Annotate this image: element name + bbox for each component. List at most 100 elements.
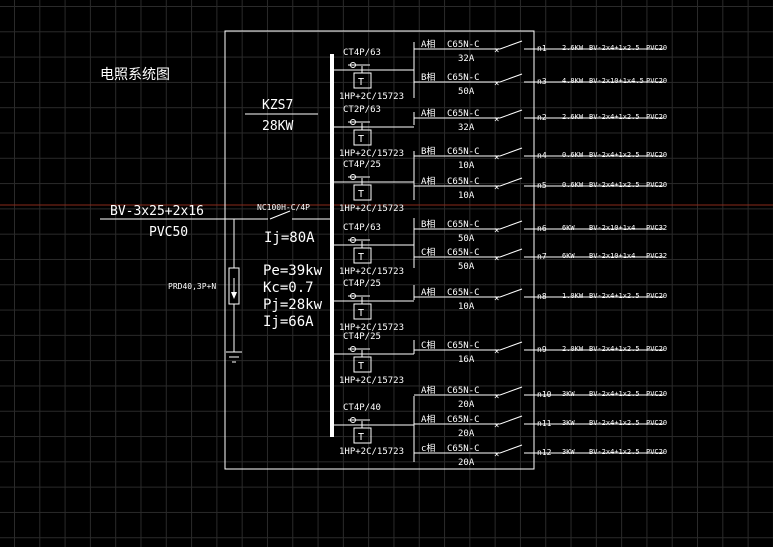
circuit-breaker-rating: 10A [458,161,475,171]
breaker-trip-mark: × [494,183,499,193]
circuit-breaker-type: C65N-C [447,147,480,157]
circuit-breaker-rating: 50A [458,234,475,244]
circuit-phase: B相 [421,71,435,83]
circuit-id: n4 [537,151,547,160]
contactor-coil-mark [350,346,356,352]
panel-capacity: 28KW [262,119,293,134]
contactor-label: CT4P/63 [343,223,381,233]
outgoing-circuit: × C相 C65N-C 16A n9 2.0KW BV-2x4+1x2.5 PVC20 [414,339,667,365]
distribution-box-outline [224,30,535,470]
circuit-phase: C相 [421,339,435,351]
relay-label: 1HP+2C/15723 [339,204,404,214]
breaker-contact [499,177,523,187]
contactor-label: CT4P/25 [343,160,381,170]
circuit-conduit: PVC20 [646,113,667,121]
contactor-coil-mark [350,417,356,423]
breaker-trip-mark: × [494,294,499,304]
circuit-breaker-rating: 20A [458,458,475,468]
breaker-trip-mark: × [494,153,499,163]
relay-label: 1HP+2C/15723 [339,447,404,457]
load-pj: Pj=28kw [263,297,323,313]
circuit-breaker-type: C65N-C [447,415,480,425]
circuit-cable: BV-2x4+1x2.5 [589,345,640,353]
circuit-id: n9 [537,345,547,354]
circuit-conduit: PVC20 [646,151,667,159]
circuit-id: n7 [537,252,547,261]
circuit-breaker-type: C65N-C [447,40,480,50]
panel-name: KZS7 [262,98,293,113]
circuit-cable: BV-2x10+1x4 [589,224,635,232]
relay-mark: T [358,432,364,443]
circuit-breaker-type: C65N-C [447,248,480,258]
circuit-id: n12 [537,448,552,457]
circuit-breaker-type: C65N-C [447,444,480,454]
circuit-id: n10 [537,390,552,399]
circuit-breaker-rating: 16A [458,355,475,365]
relay-mark: T [358,361,364,372]
circuit-phase: C相 [421,246,435,258]
circuit-id: n3 [537,77,547,86]
circuit-conduit: PVC20 [646,345,667,353]
contactor-label: CT4P/25 [343,279,381,289]
circuit-phase: c相 [421,442,435,454]
circuit-conduit: PVC32 [646,252,667,260]
breaker-trip-mark: × [494,46,499,56]
load-pe: Pe=39kw [263,263,323,279]
breaker-trip-mark: × [494,347,499,357]
contactor-coil-mark [350,174,356,180]
circuit-breaker-rating: 32A [458,54,475,64]
diagram-title: 电照系统图 [100,67,170,83]
circuit-breaker-rating: 50A [458,87,475,97]
circuit-breaker-type: C65N-C [447,220,480,230]
breaker-contact [499,415,523,425]
circuit-load: 2.6KW [562,44,584,52]
relay-mark: T [358,308,364,319]
main-breaker-label: NC100H-C/4P [257,203,310,212]
circuit-breaker-type: C65N-C [447,73,480,83]
incoming-conduit: PVC50 [149,225,188,240]
breaker-contact [499,220,523,230]
breaker-trip-mark: × [494,226,499,236]
circuit-load: 2.0KW [562,345,584,353]
circuit-phase: B相 [421,145,435,157]
circuit-id: n2 [537,113,547,122]
circuit-load: 6KW [562,252,575,260]
circuit-conduit: PVC20 [646,390,667,398]
circuit-phase: B相 [421,218,435,230]
circuit-id: n8 [537,292,547,301]
circuit-breaker-type: C65N-C [447,109,480,119]
circuit-breaker-rating: 10A [458,191,475,201]
breaker-contact [499,40,523,50]
circuit-breaker-type: C65N-C [447,177,480,187]
circuit-cable: BV-2x4+1x2.5 [589,448,640,456]
contactor-label: CT2P/63 [343,105,381,115]
relay-label: 1HP+2C/15723 [339,376,404,386]
circuit-conduit: PVC20 [646,181,667,189]
circuit-breaker-rating: 20A [458,429,475,439]
breaker-contact [499,288,523,298]
relay-mark: T [358,189,364,200]
circuit-id: n5 [537,181,547,190]
circuit-cable: BV-2x4+1x2.5 [589,390,640,398]
contactor-coil-mark [350,62,356,68]
breaker-contact [499,341,523,351]
circuit-conduit: PVC20 [646,292,667,300]
breaker-trip-mark: × [494,421,499,431]
incoming-cable: BV-3x25+2x16 [110,204,204,219]
circuit-load: 3KW [562,390,575,398]
contactor-groups: CT4P/63T1HP+2C/15723CT2P/63T1HP+2C/15723… [334,42,415,462]
circuit-breaker-type: C65N-C [447,341,480,351]
breaker-trip-mark: × [494,115,499,125]
circuit-breaker-rating: 20A [458,400,475,410]
breaker-contact [499,444,523,454]
